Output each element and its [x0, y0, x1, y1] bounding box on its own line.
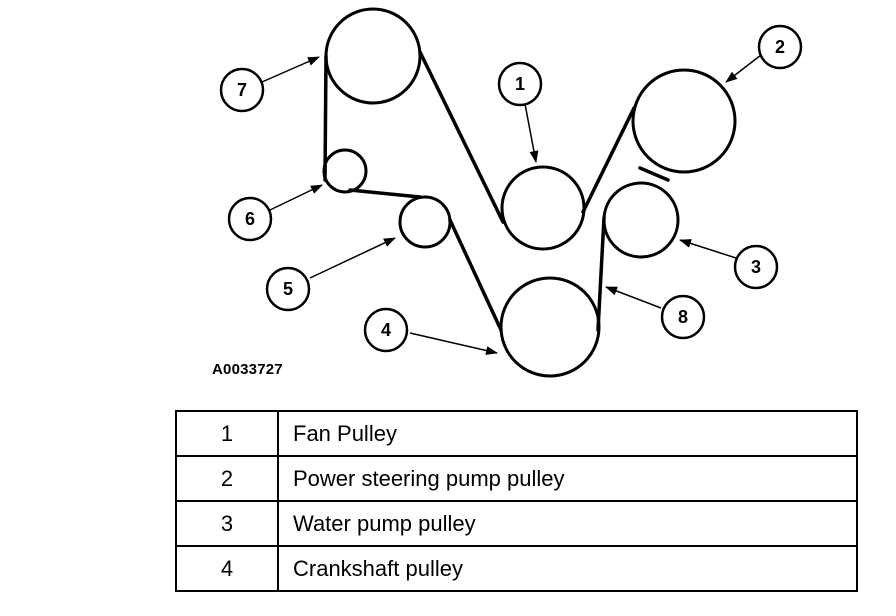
drive-belt — [323, 50, 670, 332]
leader-5 — [309, 237, 396, 279]
callouts: 7 1 2 6 5 3 8 4 — [219, 24, 803, 353]
legend-description: Water pump pulley — [277, 500, 858, 547]
legend-description: Crankshaft pulley — [277, 545, 858, 592]
callout-1-label: 1 — [515, 74, 525, 94]
callout-8-label: 8 — [678, 307, 688, 327]
leader-4 — [409, 332, 498, 355]
callout-3-label: 3 — [751, 257, 761, 277]
legend-number: 2 — [175, 455, 279, 502]
belt-routing-diagram: 7 1 2 6 5 3 8 4 — [219, 7, 803, 378]
pulley-3-water-pump — [602, 181, 680, 259]
legend-row: 3 Water pump pulley — [175, 500, 858, 547]
callout-6: 6 — [227, 196, 273, 242]
legend-number: 3 — [175, 500, 279, 547]
leader-8 — [605, 286, 662, 309]
legend-row: 4 Crankshaft pulley — [175, 545, 858, 592]
pulley-6-idler — [322, 148, 368, 194]
legend-description: Fan Pulley — [277, 410, 858, 457]
leader-7 — [261, 56, 320, 83]
callout-4: 4 — [363, 307, 409, 353]
legend-description: Power steering pump pulley — [277, 455, 858, 502]
pulley-1-fan — [500, 165, 586, 251]
leader-2 — [725, 54, 762, 83]
callout-4-label: 4 — [381, 320, 391, 340]
leader-1 — [524, 103, 539, 163]
legend-row: 1 Fan Pulley — [175, 410, 858, 457]
pulley-7 — [324, 7, 422, 105]
figure-id: A0033727 — [212, 361, 283, 378]
pulley-2-power-steering — [631, 68, 737, 174]
callout-7-label: 7 — [237, 80, 247, 100]
pulley-4-crankshaft — [499, 276, 601, 378]
callout-6-label: 6 — [245, 209, 255, 229]
legend-table: 1 Fan Pulley 2 Power steering pump pulle… — [175, 410, 858, 592]
callout-7: 7 — [219, 67, 265, 113]
legend-row: 2 Power steering pump pulley — [175, 455, 858, 502]
callout-1: 1 — [497, 61, 543, 107]
legend-number: 4 — [175, 545, 279, 592]
callout-8: 8 — [660, 294, 706, 340]
legend-number: 1 — [175, 410, 279, 457]
callout-5: 5 — [265, 266, 311, 312]
leader-3 — [679, 239, 737, 259]
leader-6 — [269, 184, 323, 211]
leader-arrows — [261, 54, 762, 355]
callout-3: 3 — [733, 244, 779, 290]
callout-5-label: 5 — [283, 279, 293, 299]
callout-2: 2 — [757, 24, 803, 70]
callout-2-label: 2 — [775, 37, 785, 57]
pulley-5-idler — [398, 195, 452, 249]
